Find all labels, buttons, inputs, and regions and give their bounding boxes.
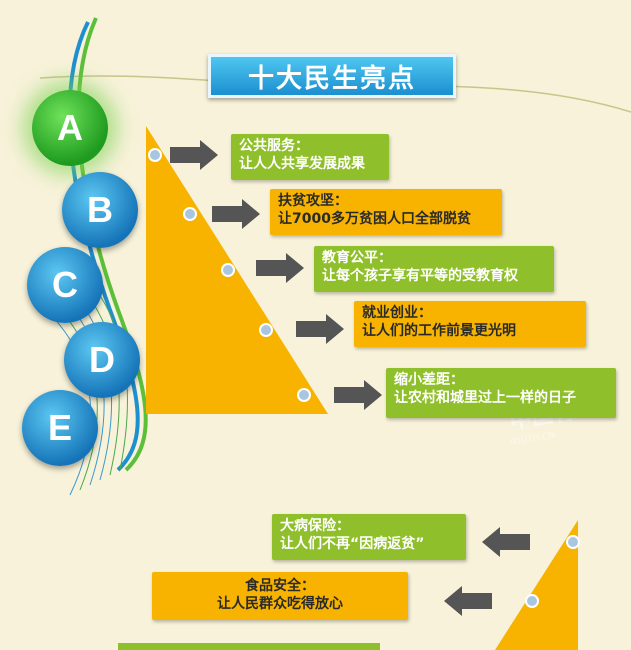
callout-education: 教育公平： 让每个孩子享有平等的受教育权 <box>314 246 554 292</box>
arrow-1 <box>170 140 218 170</box>
callout-label: 食品安全： <box>245 578 315 594</box>
letter-a: A <box>57 107 83 148</box>
arrow-7 <box>444 586 492 616</box>
callout-label: 教育公平： <box>322 250 392 266</box>
dot-4 <box>259 323 273 337</box>
dot-3 <box>221 263 235 277</box>
callout-label: 公共服务： <box>239 138 309 154</box>
dot-6 <box>566 535 580 549</box>
letter-c: C <box>52 264 78 305</box>
letter-e: E <box>47 407 72 448</box>
letter-circle-c: C <box>27 247 103 323</box>
callout-poverty: 扶贫攻坚： 让7000多万贫困人口全部脱贫 <box>270 189 502 235</box>
callout-text: 让人人共享发展成果 <box>239 156 365 172</box>
callout-public-service: 公共服务： 让人人共享发展成果 <box>231 134 389 180</box>
callout-text: 让人们的工作前景更光明 <box>362 323 516 339</box>
letter-d: D <box>89 339 115 380</box>
main-triangle <box>146 126 328 414</box>
callout-insurance: 大病保险： 让人们不再“因病返贫” <box>272 514 466 560</box>
callout-text: 让每个孩子享有平等的受教育权 <box>322 268 518 284</box>
step-dots <box>148 148 580 608</box>
dot-1 <box>148 148 162 162</box>
callout-label: 扶贫攻坚： <box>278 193 348 209</box>
arrow-2 <box>212 199 260 229</box>
callout-text: 让7000多万贫困人口全部脱贫 <box>278 211 471 227</box>
letter-circle-e: E <box>22 390 98 466</box>
dot-7 <box>525 594 539 608</box>
letter-b: B <box>87 189 113 230</box>
arrow-5 <box>334 380 382 410</box>
callout-text: 让人们不再“因病返贫” <box>280 536 425 552</box>
letter-circle-d: D <box>64 322 140 398</box>
callout-text: 让农村和城里过上一样的日子 <box>394 390 576 406</box>
letter-circle-a: A <box>32 90 108 166</box>
callout-employment: 就业创业： 让人们的工作前景更光明 <box>354 301 586 347</box>
arrow-4 <box>296 314 344 344</box>
bottom-triangle <box>495 520 578 650</box>
partial-green-box <box>118 643 380 650</box>
letter-circle-b: B <box>62 172 138 248</box>
callout-label: 就业创业： <box>362 305 432 321</box>
dot-2 <box>183 207 197 221</box>
dot-5 <box>297 388 311 402</box>
callout-label: 大病保险： <box>280 518 350 534</box>
callout-gap: 缩小差距： 让农村和城里过上一样的日子 <box>386 368 616 418</box>
arrow-6 <box>482 527 530 557</box>
callout-food-safety: 食品安全： 让人民群众吃得放心 <box>152 572 408 620</box>
callout-label: 缩小差距： <box>394 372 464 388</box>
arrow-3 <box>256 253 304 283</box>
page-title: 十大民生亮点 <box>208 54 456 98</box>
arrows <box>170 140 530 616</box>
callout-text: 让人民群众吃得放心 <box>217 596 343 612</box>
